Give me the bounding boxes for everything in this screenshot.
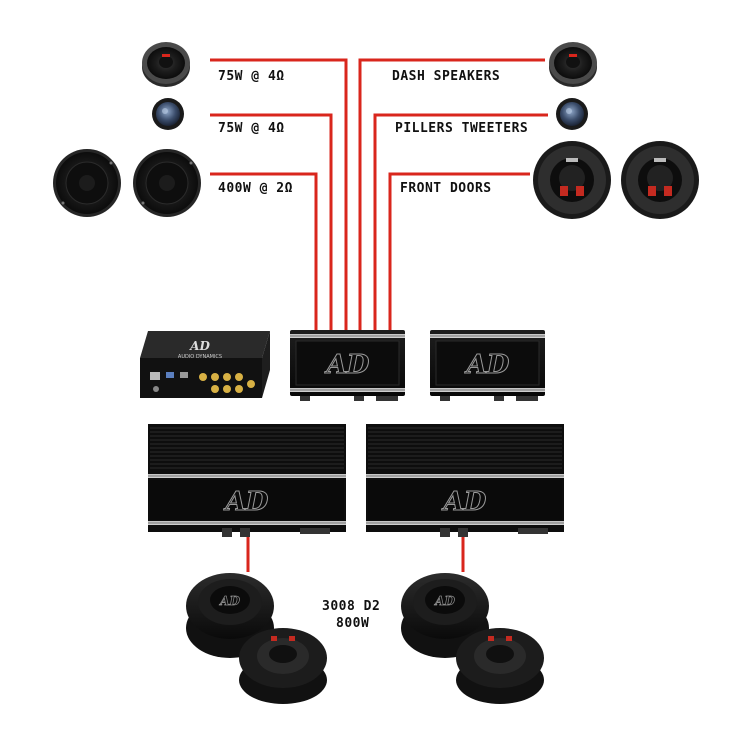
sub-logo: AD (219, 594, 240, 608)
left-dash-speaker (142, 42, 190, 87)
heatsink-ribs (150, 427, 344, 469)
left-door-speaker-2 (133, 149, 201, 217)
amp-logo: AD (223, 487, 269, 517)
right-dash-speaker (549, 42, 597, 87)
right-door-speaker-1 (533, 141, 611, 219)
dsp-logo: AD (189, 339, 210, 353)
label-pillar-tweeters: PILLERS TWEETERS (395, 121, 529, 136)
label-dash-speakers: DASH SPEAKERS (392, 69, 501, 84)
label-left-door-power: 400W @ 2Ω (218, 181, 293, 196)
wire-left-tweeter (210, 113, 333, 330)
amplifier-mono-1: AD (148, 424, 346, 537)
label-sub-power: 800W (336, 616, 370, 631)
amplifier-mono-2: AD (366, 424, 564, 537)
left-door-speaker-1 (53, 149, 121, 217)
amplifier-4ch-1: AD (290, 330, 405, 401)
label-sub-model: 3008 D2 (322, 599, 381, 614)
subwoofer-left-rear (239, 628, 327, 704)
amp-logo: AD (441, 487, 487, 517)
speaker-wires (210, 58, 548, 572)
amp-logo: AD (464, 350, 510, 380)
wire-left-dash (210, 58, 348, 330)
label-left-tweeter-power: 75W @ 4Ω (218, 121, 285, 136)
wire-right-tweeter (373, 113, 548, 330)
sub-logo: AD (434, 594, 455, 608)
amp-logo: AD (324, 350, 370, 380)
heatsink-ribs (368, 427, 562, 469)
dsp-brand-label: AUDIO DYNAMICS (178, 354, 222, 360)
wire-right-dash (358, 58, 545, 330)
dsp-processor: AD AUDIO DYNAMICS (140, 331, 270, 398)
label-left-dash-power: 75W @ 4Ω (218, 69, 285, 84)
amplifier-4ch-2: AD (430, 330, 545, 401)
wire-right-door (388, 172, 530, 330)
subwoofer-right-rear (456, 628, 544, 704)
label-front-doors: FRONT DOORS (400, 181, 492, 196)
wire-left-door (210, 172, 318, 330)
right-pillar-tweeter (556, 98, 588, 130)
left-pillar-tweeter (152, 98, 184, 130)
right-door-speaker-2 (621, 141, 699, 219)
